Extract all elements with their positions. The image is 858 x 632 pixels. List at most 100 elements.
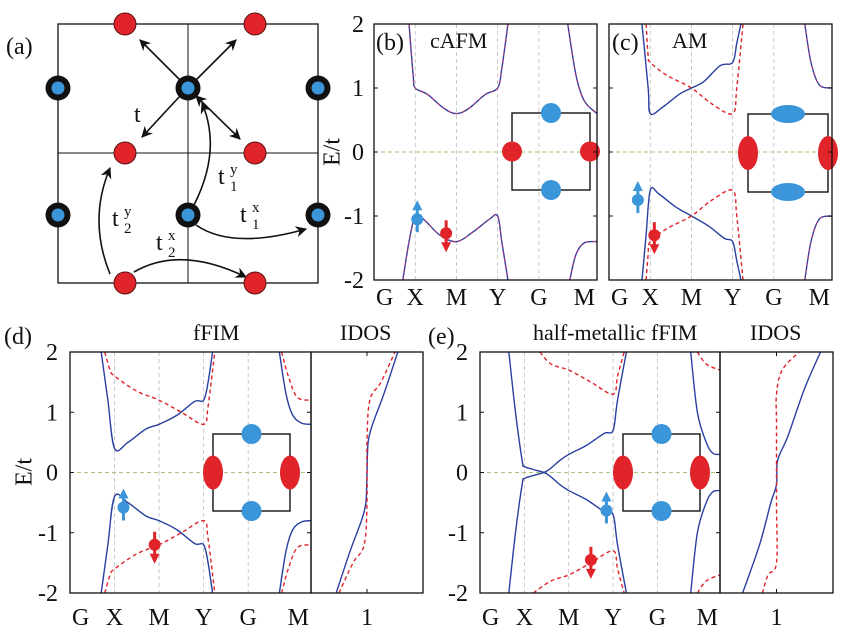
panel-label-e: (e): [428, 324, 455, 350]
x-tick-label: G: [240, 605, 257, 631]
x-tick-label: G: [649, 605, 666, 631]
atom-sublattice-a: [311, 208, 325, 222]
band-spin-up: [690, 352, 720, 456]
inset-blue-orbital: [241, 501, 262, 521]
inset-red-orbital: [580, 141, 600, 162]
hopping-arrows: [98, 39, 308, 278]
atom-sublattice-b: [113, 141, 137, 165]
spin-down-marker: [648, 222, 661, 255]
spin-down-arrow-icon: [649, 244, 660, 255]
atom-sublattice-b: [243, 271, 267, 295]
inset-blue-orbital: [241, 424, 262, 444]
spin-up-arrow-icon: [601, 491, 612, 502]
atom-sublattice-b: [113, 12, 137, 36]
inset-blue-orbital: [541, 103, 561, 123]
idos-title: IDOS: [340, 320, 391, 345]
y-tick-label: 1: [352, 76, 364, 102]
y-tick-label: -1: [344, 204, 364, 230]
inset-blue-orbital: [771, 183, 805, 201]
panel-label-c: (c): [612, 30, 639, 56]
hopping-sup: x: [168, 228, 176, 244]
band-spin-down: [280, 544, 311, 593]
hopping-label-t: t: [134, 102, 141, 128]
magnetic-unit-cell-inset: [502, 103, 600, 200]
spin-down-marker: [148, 531, 161, 564]
band-spin-down: [804, 215, 832, 280]
y-tick-label: -2: [448, 581, 468, 607]
atom-sublattice-a: [311, 81, 325, 95]
hopping-sup: y: [124, 204, 132, 220]
band-spin-down: [567, 24, 597, 114]
x-tick-label: M: [558, 605, 579, 631]
spin-up-arrow-icon: [412, 200, 423, 211]
hopping-base: t: [240, 202, 247, 228]
hopping-base: t: [134, 102, 141, 128]
y-tick-label: 2: [352, 12, 364, 38]
spin-up-marker: [411, 200, 424, 233]
x-tick-label: G: [482, 605, 499, 631]
x-tick-label: G: [376, 285, 393, 311]
spin-dot: [148, 538, 161, 551]
band-spin-down: [696, 352, 720, 371]
inset-blue-orbital: [541, 180, 561, 200]
spin-up-marker: [631, 181, 644, 213]
band-spin-up: [690, 489, 720, 593]
y-tick-label: 0: [352, 140, 364, 166]
atom-sublattice-b: [243, 141, 267, 165]
idos-spin-up-curve: [741, 351, 822, 594]
spin-dot: [584, 553, 597, 566]
panel-title: fFIM: [193, 320, 239, 345]
x-tick-label: M: [446, 285, 467, 311]
x-tick-label: Y: [604, 605, 621, 631]
y-tick-label: -2: [38, 581, 58, 607]
band-spin-up: [100, 493, 214, 593]
atom-sublattice-a: [181, 81, 195, 95]
idos-title: IDOS: [750, 320, 801, 345]
bands: [641, 24, 832, 280]
x-tick-label: M: [681, 285, 702, 311]
x-tick-label: M: [574, 285, 595, 311]
x-tick-label: G: [72, 605, 89, 631]
spin-dot: [117, 501, 130, 514]
x-tick-label: X: [106, 605, 123, 631]
band-spin-up: [508, 352, 628, 593]
x-tick-label: G: [611, 285, 628, 311]
atom-sublattice-a: [51, 208, 65, 222]
x-tick-label: M: [697, 605, 718, 631]
inset-red-orbital: [280, 455, 300, 490]
inset-blue-orbital: [651, 501, 672, 521]
y-tick-label: 0: [46, 461, 58, 487]
band-spin-down: [280, 352, 311, 401]
inset-red-orbital: [613, 455, 633, 490]
spin-up-marker: [117, 488, 130, 521]
y-tick-label: 2: [46, 340, 58, 366]
inset-red-orbital: [502, 141, 522, 162]
inset-red-orbital: [203, 455, 223, 490]
panel-title: half-metallic fFIM: [533, 320, 697, 345]
band-spin-up: [641, 24, 742, 116]
panel-label-b: (b): [376, 30, 404, 56]
inset-red-orbital: [738, 136, 758, 170]
hopping-sub: 2: [124, 221, 132, 237]
inset-frame: [747, 113, 829, 193]
hopping-sub: 1: [252, 217, 260, 233]
y-tick-label: 0: [456, 461, 468, 487]
band-spin-down: [645, 24, 744, 115]
band-spin-down: [532, 550, 625, 593]
spin-dot: [440, 227, 453, 240]
band-spin-down: [104, 352, 216, 426]
x-tick-label: X: [407, 285, 424, 311]
band-spin-up: [804, 24, 832, 89]
idos-spin-down-curve: [338, 351, 396, 594]
y-tick-label: 1: [46, 400, 58, 426]
hopping-base: t: [112, 206, 119, 232]
magnetic-unit-cell-inset: [613, 424, 710, 521]
spin-up-marker: [600, 491, 613, 524]
spin-down-marker: [440, 220, 453, 253]
